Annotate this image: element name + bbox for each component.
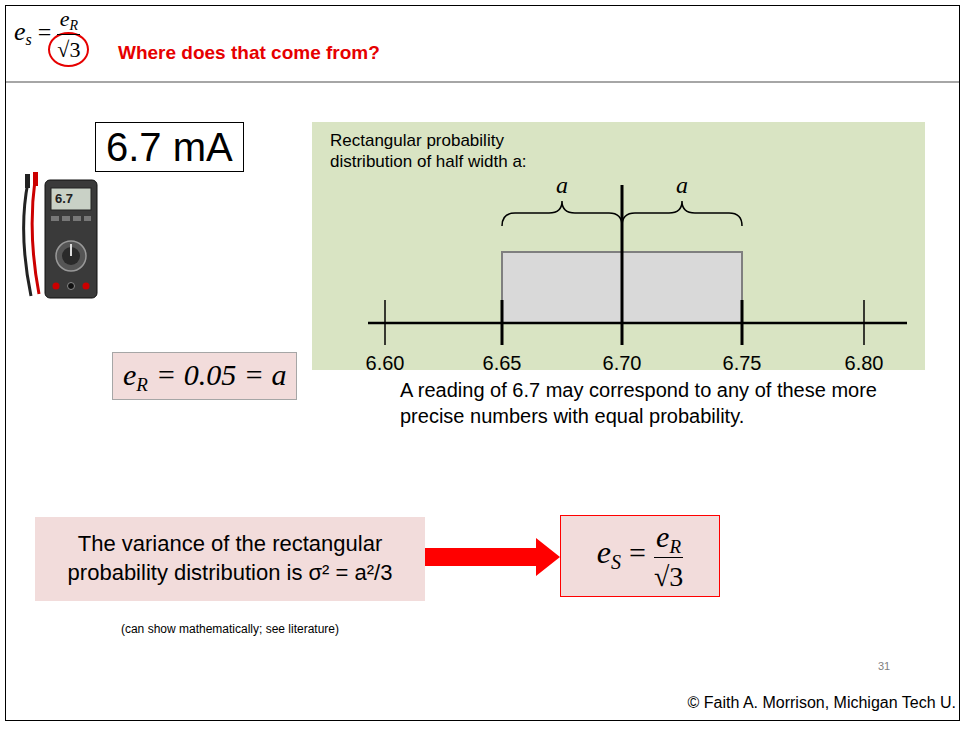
meter-display: 6.7 [55, 191, 73, 206]
half-width-label: a [676, 172, 688, 199]
axis-tick-label: 6.75 [723, 352, 762, 375]
denominator-text: √3 [57, 37, 80, 62]
equals-sign: = [38, 19, 52, 45]
value-box: eR= 0.05 = a [112, 352, 297, 400]
equation-text: = 0.05 = a [156, 358, 287, 391]
half-width-label: a [556, 172, 568, 199]
numerator: eR [654, 521, 683, 557]
variance-box: The variance of the rectangular probabil… [35, 517, 425, 601]
variable: eR [60, 7, 78, 33]
reading-value: 6.7 mA [106, 125, 233, 169]
panel-heading: Rectangular probability distribution of … [330, 130, 580, 173]
axis-tick-label: 6.70 [603, 352, 642, 375]
box-row: eR= 0.05 = a [123, 358, 286, 394]
variable: eR [123, 359, 148, 395]
box-row: eS= eR √3 [597, 521, 684, 592]
literature-note: (can show mathematically; see literature… [35, 622, 425, 636]
denominator: √3 [654, 560, 683, 592]
fraction-bar [57, 34, 80, 35]
variance-text: The variance of the rectangular probabil… [43, 530, 417, 587]
fraction-bar [654, 557, 683, 558]
equals-sign: = [629, 536, 646, 569]
fraction: eR √3 [57, 6, 80, 63]
variable: eR [656, 521, 681, 557]
copyright-note: © Faith A. Morrison, Michigan Tech U. [688, 694, 956, 712]
axis-tick-label: 6.80 [845, 352, 884, 375]
numerator: eR [57, 6, 80, 33]
slide-title: Where does that come from? [118, 42, 380, 64]
explanation-note: A reading of 6.7 may correspond to any o… [400, 377, 905, 429]
block-arrow [425, 538, 560, 576]
page-number: 31 [878, 660, 890, 672]
axis-tick-label: 6.65 [483, 352, 522, 375]
axis-tick-label: 6.60 [366, 352, 405, 375]
denominator: √3 [57, 37, 80, 62]
reading-box: 6.7 mA [95, 122, 244, 172]
result-box: eS= eR √3 [560, 515, 720, 597]
header-rule [6, 81, 959, 83]
variable: eS [597, 535, 621, 573]
box-row: 6.7 mA [106, 125, 233, 170]
distribution-panel: Rectangular probability distribution of … [312, 122, 925, 370]
fraction: eR √3 [654, 521, 683, 592]
variable: es [14, 18, 32, 48]
denominator-text: √3 [654, 561, 683, 592]
header-equation: es= eR √3 [14, 6, 80, 63]
